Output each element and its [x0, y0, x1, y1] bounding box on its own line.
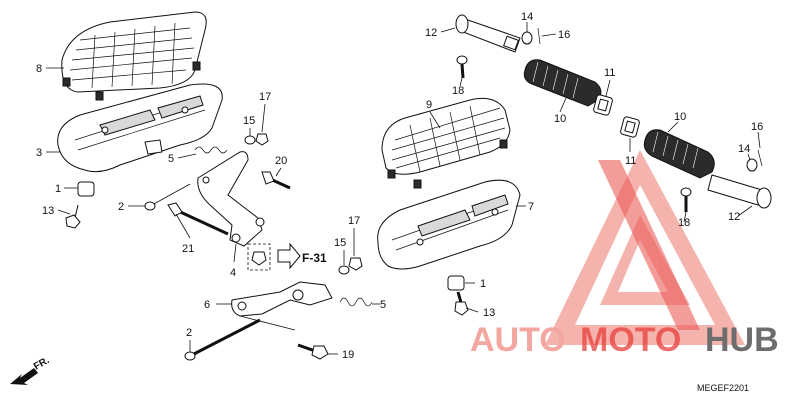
- bolt-19: [297, 343, 329, 360]
- footpeg-pin-12a: [455, 14, 521, 53]
- washer-14b: [746, 158, 758, 172]
- front-direction-label: FR.: [32, 355, 52, 373]
- callout-3: 3: [36, 147, 42, 159]
- pivot-pin-2b: [184, 318, 261, 361]
- washer-15a: [244, 135, 256, 145]
- callout-17b: 17: [348, 215, 360, 227]
- arrow-f31-icon: [277, 242, 301, 270]
- callout-9: 9: [426, 99, 432, 111]
- left-floorboard-bracket: [57, 83, 223, 173]
- watermark-auto: AUTO: [470, 321, 566, 359]
- callout-18a: 18: [452, 85, 464, 97]
- pivot-pin-2a: [144, 183, 191, 211]
- callout-labels: 8 3 1 13 2 5 21 4 20 15 17 6 2 19 17 15 …: [36, 11, 763, 361]
- right-floorboard-rubber: [381, 97, 511, 189]
- callout-18b: 18: [678, 217, 690, 229]
- footpeg-rubber-10a: [523, 59, 602, 107]
- callout-14b: 14: [738, 143, 750, 155]
- footpeg-rubber-10b: [643, 129, 715, 179]
- cotter-pin-16a: [537, 27, 541, 45]
- callout-15a: 15: [243, 115, 255, 127]
- floorboard-stay: [197, 151, 265, 247]
- callout-7: 7: [528, 201, 534, 213]
- cotter-pin-16b: [757, 149, 763, 167]
- bolt-18b: [680, 187, 692, 212]
- rubber-bushing-1a: [77, 181, 95, 197]
- callout-19: 19: [342, 349, 354, 361]
- callout-5a: 5: [168, 153, 174, 165]
- callout-4: 4: [230, 267, 236, 279]
- callout-20: 20: [275, 155, 287, 167]
- rubber-bushing-1b: [447, 275, 465, 291]
- return-spring-5b: [339, 297, 373, 307]
- callout-17a: 17: [259, 91, 271, 103]
- footpeg-pin-12b: [707, 174, 772, 209]
- nut-detail-dashed: [247, 243, 271, 271]
- callout-8: 8: [36, 63, 42, 75]
- callout-13a: 13: [42, 205, 54, 217]
- collar-11b: [620, 116, 640, 138]
- collar-11a: [593, 94, 613, 116]
- callout-21: 21: [182, 243, 194, 255]
- bolt-13a: [65, 204, 81, 229]
- callout-10a: 10: [554, 113, 566, 125]
- callout-5b: 5: [380, 299, 386, 311]
- callout-1b: 1: [480, 278, 486, 290]
- front-direction-arrow-icon: [10, 368, 38, 385]
- callout-1a: 1: [55, 183, 61, 195]
- nut-17b: [348, 257, 363, 271]
- callout-2a: 2: [118, 201, 124, 213]
- callout-11b: 11: [625, 155, 636, 167]
- leader-lines: [46, 22, 761, 355]
- callout-10b: 10: [674, 111, 686, 123]
- callout-13b: 13: [483, 307, 495, 319]
- callout-16b: 16: [751, 121, 763, 133]
- callout-16a: 16: [558, 29, 570, 41]
- left-floorboard-rubber: [61, 11, 207, 101]
- ref-label-f31: F-31: [302, 251, 327, 265]
- callout-12a: 12: [425, 27, 437, 39]
- watermark-hub: HUB: [705, 321, 779, 359]
- callout-14a: 14: [521, 11, 533, 23]
- callout-15b: 15: [334, 237, 346, 249]
- diagram-code: MEGEF2201: [697, 383, 749, 393]
- bolt-18a: [456, 55, 468, 79]
- nut-17a: [255, 133, 269, 146]
- right-floorboard-bracket: [377, 179, 521, 270]
- watermark-logo-icon: [545, 150, 745, 345]
- washer-14a: [521, 31, 533, 45]
- watermark-text: AUTO MOTO HUB: [470, 321, 779, 359]
- return-spring-5a: [194, 146, 228, 154]
- bolt-13b: [454, 291, 469, 316]
- callout-12b: 12: [728, 211, 740, 223]
- lower-pedal-arm: [231, 281, 333, 331]
- bolt-21: [167, 202, 229, 236]
- washer-15b: [338, 265, 350, 275]
- watermark-moto: MOTO: [580, 321, 681, 359]
- callout-2b: 2: [186, 327, 192, 339]
- callout-11a: 11: [604, 67, 615, 79]
- bolt-20: [261, 171, 291, 190]
- callout-6: 6: [204, 299, 210, 311]
